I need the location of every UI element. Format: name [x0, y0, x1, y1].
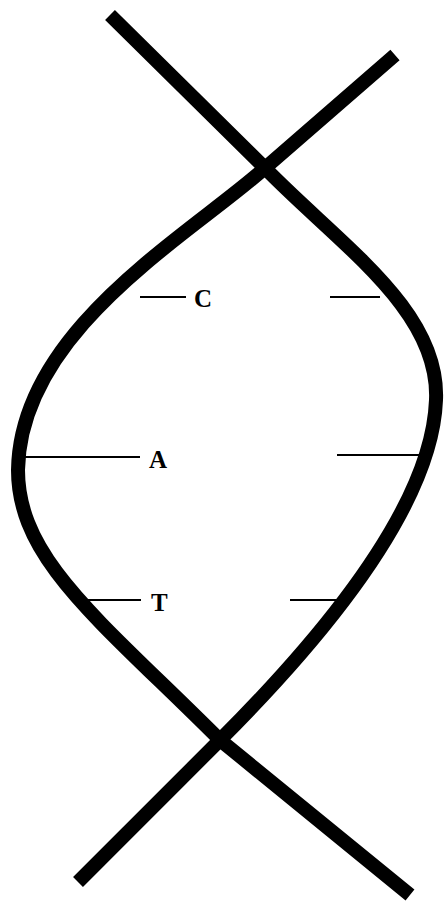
base-letter: A	[149, 447, 167, 472]
base-tick	[88, 599, 141, 601]
base-tick	[140, 296, 186, 298]
dna-strand	[18, 55, 410, 895]
base-letter: T	[151, 590, 168, 615]
base-tick	[337, 454, 430, 456]
base-tick	[330, 296, 380, 298]
dna-strand	[78, 15, 436, 882]
base-letter: C	[194, 286, 212, 311]
base-tick	[25, 456, 140, 458]
base-tick	[290, 599, 345, 601]
